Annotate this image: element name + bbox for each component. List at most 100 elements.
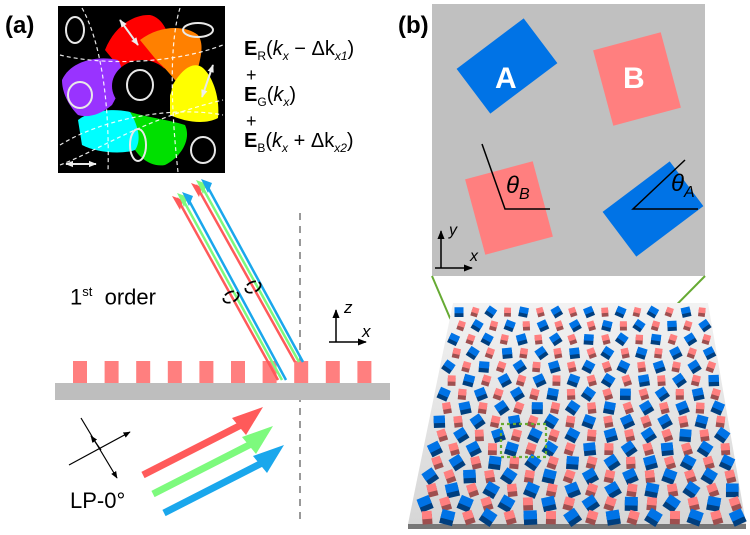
meta-atom-a-pillar [698,318,712,333]
meta-atom-b-pillar [699,429,710,442]
meta-atom-b-pillar [654,347,663,359]
meta-atom-b-pillar [553,347,563,359]
meta-atom-b-pillar [453,415,463,428]
meta-atom-b-pillar [695,402,705,414]
meta-atom-a-pillar [546,387,559,402]
petal-purple [62,58,122,117]
zx-axes [329,309,367,346]
meta-atom-b-pillar [436,428,449,443]
field-superposition-equation: ER(kx − Δkx1) + EG(kx) + EB(kx + Δkx2) [244,38,354,159]
incident-beam-green [151,426,273,498]
meta-atom-a-pillar [503,441,519,457]
angle-marker-a [631,159,698,210]
circular-polarization-icon [190,136,216,164]
meta-atom-a-pillar [603,427,619,443]
meta-atom-a-pillar [465,440,482,458]
meta-atom-b-pillar [529,388,540,401]
meta-atom-b-pillar [683,469,697,484]
meta-atom-b-pillar [495,360,507,373]
meta-atom-a-pillar [686,508,704,527]
meta-atom-b-pillar [663,455,677,470]
meta-atom-a-pillar [456,494,474,513]
meta-atom-a-pillar [426,440,444,458]
meta-atom-a-pillar [583,305,596,319]
meta-atom-b-pillar [682,320,693,332]
meta-atom-b-pillar [474,429,484,442]
diffracted-beam-group-1 [172,192,288,381]
meta-atom-b-pillar [470,455,482,470]
meta-atom-a-pillar [512,359,528,375]
plus-sign: + [246,111,257,131]
meta-atom-b-pillar [697,307,706,317]
meta-atom-a-pillar [569,347,581,360]
diffraction-order-label: 1st order [70,284,156,310]
meta-atom-a-pillar [725,483,739,498]
grating-pillar [73,361,87,383]
meta-atom-b-pillar [635,334,644,345]
meta-atom-a-label: A [495,62,517,95]
meta-atom-a-pillar [444,482,461,499]
meta-atom-a-pillar [507,414,522,429]
equation-term-blue: EB(kx + Δkx2) [244,130,354,155]
meta-atom-b-pillar [462,509,476,526]
meta-atom-b-pillar [522,321,531,331]
meta-atom-b-pillar [626,509,640,526]
meta-atom-b-pillar [587,402,597,414]
grating-pillar [262,361,277,383]
meta-atom-a-pillar [532,373,547,388]
meta-atom-a-pillar [583,333,594,345]
meta-atom-b-pillar [710,388,721,401]
meta-atom-b-pillar [687,496,700,512]
meta-atom-a-pillar [644,507,663,527]
meta-atom-a-pillar [642,454,659,471]
meta-atom-b [593,32,681,126]
meta-atom-b-pillar [585,455,598,470]
meta-atom-b-pillar [461,361,472,373]
meta-atom-b-pillar [480,496,494,512]
meta-atom-b-rotated [465,161,553,255]
meta-atom-b-pillar [549,401,561,415]
meta-atom-b-pillar [441,401,452,415]
meta-atom-b-pillar [640,414,652,429]
meta-atom-b-pillar [546,455,559,470]
meta-atom-a-pillar [564,399,581,416]
panel-a [55,6,390,525]
meta-atom-a-pillar [708,374,720,387]
meta-atom-a-pillar [522,481,540,499]
meta-atom-b-pillar [510,428,523,443]
meta-atom-a-pillar [702,346,717,361]
meta-atom-a-pillar [644,482,660,499]
meta-atom-a-pillar [581,494,601,514]
meta-atom-b-pillar [499,334,509,345]
meta-atom-a-pillar [487,455,502,471]
meta-atom-a-pillar [581,467,600,486]
meta-atom-b-pillar [720,442,731,456]
meta-atom-b-pillar [503,509,517,526]
meta-atom-a-pillar [541,468,557,485]
meta-atom-b-pillar [680,442,694,457]
meta-atom-a-pillar [694,414,709,429]
meta-atom-b-pillar [431,455,444,470]
axis-label-x-b: x [470,248,478,265]
meta-atom-b-pillar [523,469,535,484]
meta-atom-a-pillar [600,345,615,361]
meta-atom-a-pillar [652,360,666,374]
meta-atom-b-pillar [524,442,537,457]
meta-atom-a-pillar [503,319,516,333]
meta-atom-a-pillar [637,374,651,387]
meta-atom-a-pillar [619,413,636,430]
circular-polarization-icon [67,81,93,109]
meta-atom-b-pillar [489,320,499,332]
meta-atom-b-pillar [563,442,576,457]
meta-atom-b-pillar [705,360,717,373]
meta-atom-a-pillar [568,319,582,333]
meta-atom-b-pillar [675,388,684,400]
meta-atom-a-pillar [640,426,658,444]
meta-atom-a-pillar [473,386,488,402]
incident-beam-blue [162,445,284,517]
meta-atom-b-pillar [724,469,737,484]
equation-term-green: EG(kx) [244,84,297,109]
polarization-label: LP-0° [70,488,126,513]
meta-atom-a-pillar [605,509,621,526]
meta-atom-b-pillar [534,334,543,345]
